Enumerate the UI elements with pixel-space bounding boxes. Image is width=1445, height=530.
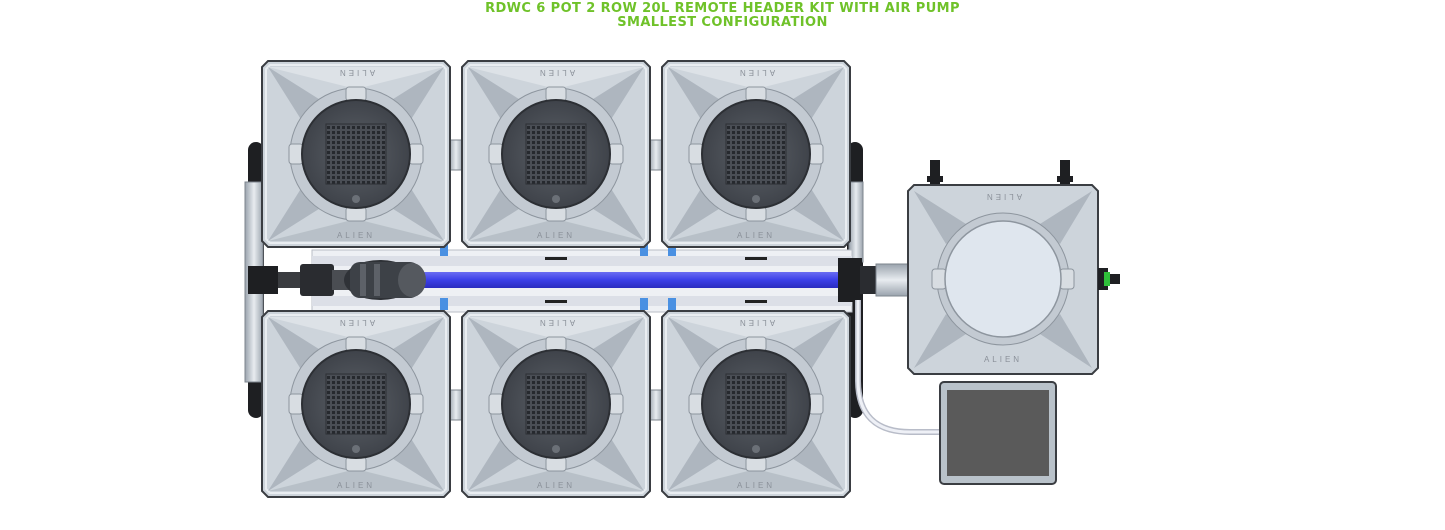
pot-brand-label: ALIEN <box>337 318 375 327</box>
pot-brand-label: ALIEN <box>337 481 375 490</box>
pot-brand-label: ALIEN <box>537 481 575 490</box>
pot-bottom-2: ALIEN ALIEN <box>461 310 651 498</box>
header-tank-brand-label: ALIEN <box>984 192 1022 201</box>
connector-green-icon <box>1104 272 1110 286</box>
pot-top-1: ALIEN ALIEN <box>261 60 451 248</box>
water-pump <box>344 260 426 300</box>
pot-bottom-3: ALIEN ALIEN <box>661 310 851 498</box>
pot-top-3: ALIEN ALIEN <box>661 60 851 248</box>
pot-brand-label: ALIEN <box>337 231 375 240</box>
header-tank-brand-label: ALIEN <box>984 355 1022 364</box>
pot-brand-label: ALIEN <box>337 68 375 77</box>
pot-brand-label: ALIEN <box>737 231 775 240</box>
manifold-end-fitting <box>838 258 909 302</box>
pot-brand-label: ALIEN <box>737 68 775 77</box>
pot-top-2: ALIEN ALIEN <box>461 60 651 248</box>
pot-brand-label: ALIEN <box>537 231 575 240</box>
diagram-title: RDWC 6 POT 2 ROW 20L REMOTE HEADER KIT W… <box>485 1 960 16</box>
pot-brand-label: ALIEN <box>537 68 575 77</box>
pot-brand-label: ALIEN <box>537 318 575 327</box>
pot-brand-label: ALIEN <box>737 481 775 490</box>
diagram-subtitle: SMALLEST CONFIGURATION <box>617 15 828 30</box>
pot-bottom-1: ALIEN ALIEN <box>261 310 451 498</box>
header-tank: ALIEN ALIEN <box>907 160 1120 375</box>
pot-connectors <box>448 139 664 421</box>
pot-brand-label: ALIEN <box>737 318 775 327</box>
air-pump <box>939 381 1057 485</box>
water-line <box>420 272 890 288</box>
